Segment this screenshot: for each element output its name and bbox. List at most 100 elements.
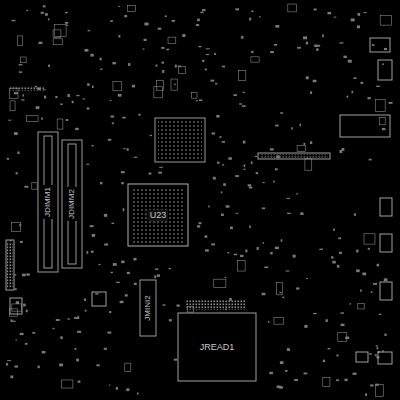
dimm-slot: JDIMM2 bbox=[62, 140, 82, 268]
smd-part bbox=[100, 182, 103, 184]
smd-part bbox=[282, 297, 284, 299]
smd-part bbox=[202, 9, 206, 11]
smd-part bbox=[90, 54, 93, 57]
smd-part bbox=[134, 283, 137, 285]
smd-part bbox=[336, 354, 338, 356]
smd-part bbox=[150, 135, 152, 136]
smd-part bbox=[125, 294, 128, 296]
smd-part bbox=[149, 173, 152, 175]
smd-part bbox=[12, 321, 15, 322]
smd-part bbox=[286, 270, 290, 271]
smd-part bbox=[251, 10, 253, 12]
smd-part bbox=[14, 92, 18, 94]
smd-part bbox=[178, 66, 182, 68]
smd-part bbox=[380, 16, 391, 26]
smd-part bbox=[126, 388, 129, 391]
smd-part bbox=[222, 141, 225, 143]
part-designator: JDIMM2 bbox=[67, 187, 77, 221]
smd-part bbox=[287, 213, 291, 214]
smd-part bbox=[372, 44, 375, 46]
smd-part bbox=[333, 228, 335, 231]
smd-part bbox=[22, 94, 24, 96]
smd-part bbox=[223, 183, 226, 186]
smd-part bbox=[168, 37, 176, 43]
smd-part bbox=[21, 99, 24, 100]
smd-part bbox=[75, 128, 79, 130]
smd-part bbox=[23, 304, 26, 307]
smd-part bbox=[206, 54, 209, 55]
smd-part bbox=[279, 292, 281, 293]
smd-part bbox=[275, 168, 278, 170]
smd-part bbox=[17, 152, 19, 154]
smd-part bbox=[205, 235, 208, 237]
smd-part bbox=[389, 102, 393, 104]
smd-part bbox=[248, 184, 252, 186]
smd-part bbox=[124, 15, 127, 17]
dimm-slot: JDIMM1 bbox=[38, 132, 58, 272]
smd-part bbox=[296, 287, 299, 289]
smd-part bbox=[48, 65, 50, 67]
smd-part bbox=[134, 157, 138, 158]
smd-part bbox=[177, 304, 180, 306]
smd-part bbox=[205, 249, 209, 251]
smd-part bbox=[171, 79, 177, 90]
smd-part bbox=[25, 343, 28, 345]
smd-part bbox=[121, 182, 123, 184]
dimm-slots bbox=[38, 132, 82, 272]
smd-part bbox=[127, 6, 135, 12]
smd-part bbox=[297, 47, 301, 49]
smd-part bbox=[362, 273, 366, 276]
smd-part bbox=[251, 57, 259, 62]
smd-part bbox=[358, 304, 364, 309]
smd-part bbox=[197, 225, 200, 227]
smd-part bbox=[175, 65, 177, 68]
smd-part bbox=[154, 87, 162, 98]
smd-part bbox=[92, 85, 94, 88]
smd-part bbox=[368, 248, 370, 250]
part-designator: JMINI2 bbox=[143, 293, 153, 322]
smd-part bbox=[343, 56, 346, 58]
smd-part bbox=[303, 36, 307, 39]
smd-part bbox=[313, 313, 317, 314]
smd-part bbox=[167, 49, 169, 51]
smd-part bbox=[360, 290, 362, 292]
smd-part bbox=[238, 261, 245, 271]
smd-part bbox=[219, 136, 221, 138]
smd-part bbox=[280, 361, 284, 364]
smd-part bbox=[230, 227, 233, 230]
smd-part bbox=[369, 353, 371, 355]
smd-part bbox=[12, 222, 21, 231]
smd-part bbox=[96, 364, 99, 366]
smd-part bbox=[336, 379, 339, 381]
smd-part bbox=[113, 263, 117, 266]
smd-part bbox=[371, 291, 373, 293]
smd-part bbox=[216, 115, 219, 118]
smd-part bbox=[351, 18, 355, 21]
smd-part bbox=[54, 24, 66, 36]
smd-part bbox=[356, 250, 358, 253]
smd-part bbox=[144, 23, 148, 26]
smd-part bbox=[142, 48, 144, 49]
smd-part bbox=[341, 324, 345, 326]
smd-part bbox=[32, 183, 37, 189]
smd-part bbox=[100, 69, 102, 70]
smd-part bbox=[99, 264, 101, 265]
smd-part bbox=[10, 101, 15, 111]
smd-part bbox=[199, 46, 202, 47]
smd-part bbox=[299, 124, 301, 127]
smd-part bbox=[337, 265, 339, 268]
smd-part bbox=[92, 234, 95, 237]
smd-part bbox=[10, 375, 13, 378]
smd-part bbox=[249, 225, 251, 228]
smd-part bbox=[213, 177, 216, 180]
smd-part bbox=[169, 268, 171, 269]
smd-part bbox=[110, 100, 112, 101]
smd-part bbox=[221, 214, 224, 216]
smd-part bbox=[19, 64, 23, 65]
smd-part bbox=[313, 80, 317, 82]
smd-part bbox=[255, 156, 257, 157]
smd-part bbox=[364, 12, 367, 13]
smd-part bbox=[211, 243, 215, 245]
smd-part bbox=[304, 143, 306, 145]
smd-part bbox=[262, 242, 264, 243]
